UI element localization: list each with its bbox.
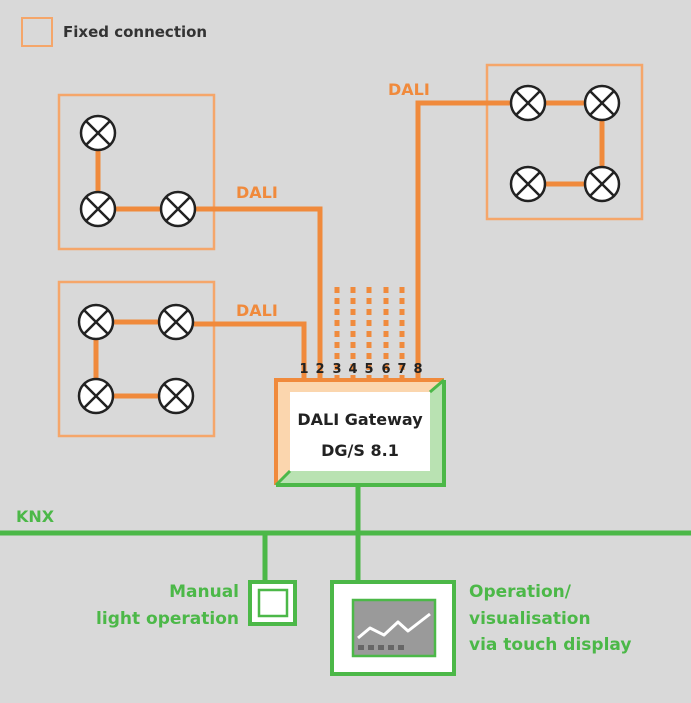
- lamp-cross-circle-icon: [583, 84, 621, 122]
- lamp-cross-circle-icon: [583, 165, 621, 203]
- dali-line-2: [196, 206, 323, 380]
- lamp-cross-circle-icon: [77, 303, 115, 341]
- lamp-cross-circle-icon: [159, 190, 197, 228]
- lamp-cross-circle-icon: [77, 377, 115, 415]
- lamp-cross-circle-icon: [79, 114, 117, 152]
- gateway-face: [290, 392, 430, 471]
- dali-gateway: DALI Gateway DG/S 8.1: [274, 378, 446, 487]
- port-label: 6: [381, 362, 390, 377]
- manual-label-line1: Manual: [169, 582, 239, 602]
- gateway-name: DALI Gateway: [297, 410, 423, 429]
- gateway-border-orange: [274, 378, 444, 485]
- display-label-line1: Operation/: [469, 582, 572, 602]
- dali-label-2: DALI: [236, 301, 278, 320]
- port-label: 8: [413, 362, 422, 377]
- gateway-border-green: [276, 380, 446, 487]
- lamp-group-3: [485, 63, 644, 221]
- dali-line-8: [415, 100, 510, 380]
- lamp-cross-circle-icon: [157, 377, 195, 415]
- dali-lines: [194, 100, 510, 380]
- port-label: 4: [348, 362, 357, 377]
- dali-line-1: [194, 321, 307, 380]
- port-numbers: 1 2 3 4 5 6 7 8: [299, 362, 422, 377]
- knx-bus-lines: [0, 486, 691, 582]
- lamp-cross-circle-icon: [509, 165, 547, 203]
- dali-label-3: DALI: [388, 80, 430, 99]
- lamps: [77, 84, 621, 415]
- display-label-line2: visualisation: [469, 609, 591, 629]
- knx-label: KNX: [16, 507, 55, 526]
- gateway-bevel-top: [276, 380, 444, 485]
- legend-label: Fixed connection: [63, 23, 207, 41]
- legend: Fixed connection: [21, 17, 207, 47]
- legend-swatch: [21, 17, 53, 47]
- port-label: 7: [397, 362, 406, 377]
- push-button-icon: [248, 580, 297, 626]
- port-label: 1: [299, 362, 308, 377]
- gateway-bevel-bottom: [276, 380, 444, 485]
- touch-display-icon: [330, 580, 456, 676]
- port-label: 2: [315, 362, 324, 377]
- lamp-group-2: [57, 280, 216, 438]
- lamp-group-1: [57, 93, 216, 251]
- dali-label-1: DALI: [236, 183, 278, 202]
- lamp-cross-circle-icon: [79, 190, 117, 228]
- gateway-model: DG/S 8.1: [321, 441, 399, 460]
- lamp-cross-circle-icon: [157, 303, 195, 341]
- manual-label-line2: light operation: [96, 609, 239, 629]
- port-label: 3: [332, 362, 341, 377]
- dali-unused-lines: [334, 287, 405, 380]
- lamp-cross-circle-icon: [509, 84, 547, 122]
- display-label-line3: via touch display: [469, 635, 631, 655]
- port-label: 5: [364, 362, 373, 377]
